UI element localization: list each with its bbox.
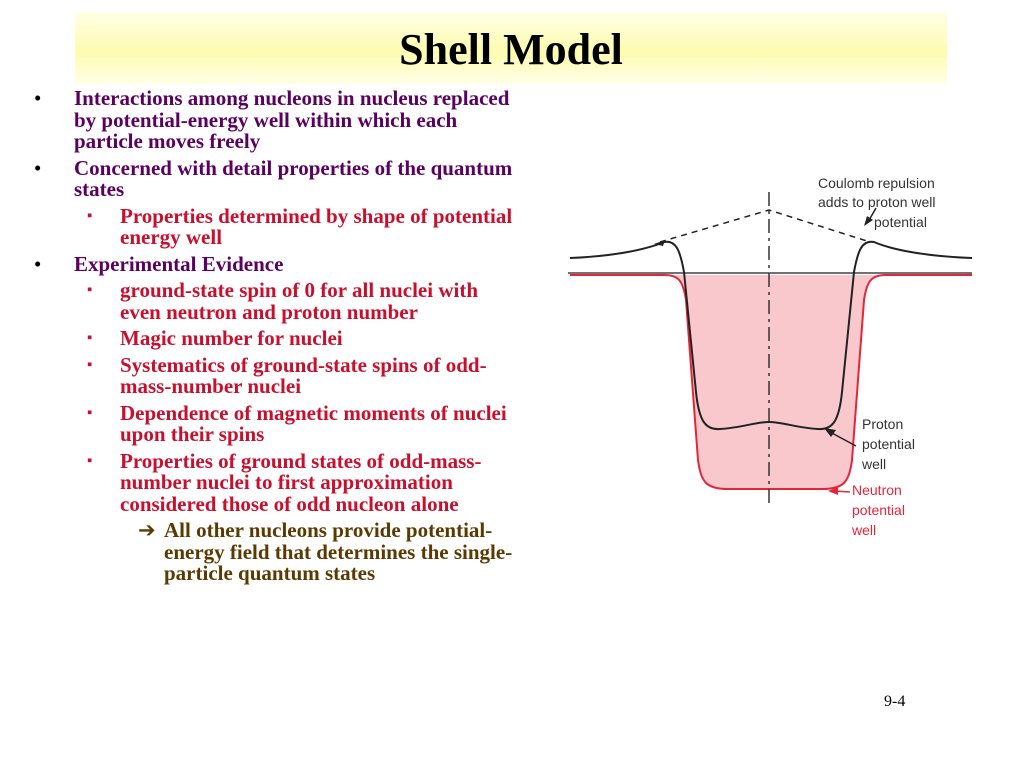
coulomb-arrowhead <box>864 216 873 226</box>
subbullet-marker: ▪ <box>87 404 93 421</box>
subbullet-magic-number: ▪ Magic number for nuclei <box>30 326 520 350</box>
coulomb-left-arrowhead <box>654 240 665 246</box>
bullet-marker: • <box>34 86 42 110</box>
proton-arrow <box>829 431 857 447</box>
bullet-marker: • <box>34 155 42 180</box>
subbullet-properties-shape: ▪ Properties determined by shape of pote… <box>30 203 520 249</box>
subbullet-odd-mass-properties: ▪ Properties of ground states of odd-mas… <box>30 448 520 516</box>
neutron-well-fill <box>570 275 972 489</box>
proton-label-line1: Proton <box>862 416 903 432</box>
subbullet-text: Magic number for nuclei <box>120 326 343 350</box>
page-number: 9-4 <box>884 693 906 710</box>
coulomb-label-line1: Coulomb repulsion <box>818 175 935 191</box>
subbullet-magnetic-moments: ▪ Dependence of magnetic moments of nucl… <box>30 400 520 446</box>
title-band: Shell Model <box>75 12 947 84</box>
neutron-label-line2: potential <box>852 502 905 518</box>
subbullet-text: Properties determined by shape of potent… <box>120 203 513 249</box>
subbullet-marker: ▪ <box>87 356 93 373</box>
neutron-label-line3: well <box>851 522 876 538</box>
proton-label-line2: potential <box>862 436 915 452</box>
subbullet-marker: ▪ <box>87 330 93 346</box>
potential-well-diagram: Coulomb repulsion adds to proton well po… <box>568 175 973 538</box>
bullet-marker: • <box>34 251 42 276</box>
subbullet-text: Systematics of ground-state spins of odd… <box>120 352 487 398</box>
slide-title: Shell Model <box>399 25 623 74</box>
bullet-list: • Interactions among nucleons in nucleus… <box>30 86 520 590</box>
subbullet-systematics: ▪ Systematics of ground-state spins of o… <box>30 352 520 398</box>
subsubbullet-text: All other nucleons provide potential-ene… <box>164 518 513 585</box>
neutron-well-line <box>570 274 972 490</box>
proton-well-curve <box>569 240 973 431</box>
bullet-text: Concerned with detail properties of the … <box>74 155 513 201</box>
bullet-text: Experimental Evidence <box>74 251 284 276</box>
proton-arrowhead <box>824 428 836 437</box>
proton-label-line3: well <box>861 456 886 472</box>
bullet-interactions: • Interactions among nucleons in nucleus… <box>30 86 520 153</box>
subbullet-text: Properties of ground states of odd-mass-… <box>120 448 482 516</box>
subbullet-marker: ▪ <box>87 282 93 298</box>
coulomb-label-line3: potential <box>874 214 927 230</box>
subbullet-marker: ▪ <box>87 452 93 469</box>
arrow-icon: ➔ <box>138 518 156 542</box>
neutron-label-line1: Neutron <box>852 482 902 498</box>
bullet-text: Interactions among nucleons in nucleus r… <box>74 86 510 153</box>
coulomb-dashed-peak <box>659 209 871 243</box>
subsubbullet-other-nucleons: ➔ All other nucleons provide potential-e… <box>30 518 520 585</box>
subbullet-text: Dependence of magnetic moments of nuclei… <box>120 400 507 446</box>
subbullet-ground-state-spin: ▪ ground-state spin of 0 for all nuclei … <box>30 278 520 324</box>
subbullet-text: ground-state spin of 0 for all nuclei wi… <box>120 278 479 324</box>
bullet-concerned: • Concerned with detail properties of th… <box>30 155 520 201</box>
subbullet-marker: ▪ <box>87 207 93 224</box>
bullet-experimental-evidence: • Experimental Evidence <box>30 251 520 276</box>
coulomb-label-line2: adds to proton well <box>818 194 936 210</box>
neutron-arrowhead <box>828 487 838 495</box>
